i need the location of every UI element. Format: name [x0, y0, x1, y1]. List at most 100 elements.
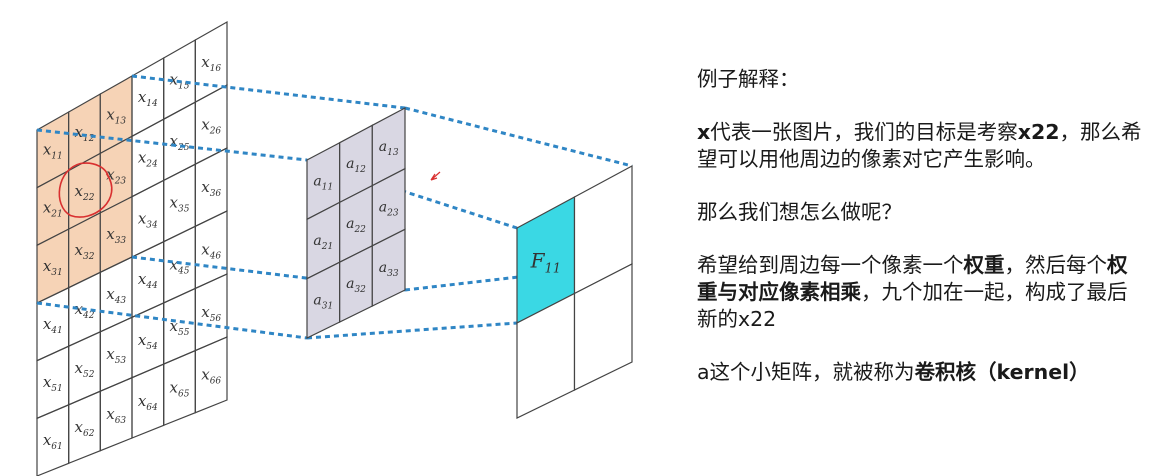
text-segment-3: ，那么希望可以用他周边的像素对它产生影响。 [697, 120, 1142, 171]
label-subscript: 11 [51, 152, 62, 162]
input-cell-x14 [131, 56, 165, 138]
bold-segment-1: 权重 [963, 253, 1005, 277]
label-letter: x [201, 240, 210, 258]
input-label-x31: x31 [43, 257, 63, 278]
explanation-para-4: a这个小矩阵，就被称为卷积核（kernel） [697, 359, 1147, 386]
bold-segment-2: x22 [1017, 120, 1060, 144]
label-letter: a [346, 156, 354, 172]
label-letter: x [43, 141, 52, 159]
text-segment-4: ，九个加在一起，构成了最后新的x22 [697, 280, 1128, 331]
kernel-label-a12: a12 [346, 156, 366, 175]
input-cell-x34 [131, 179, 165, 258]
input-label-x16: x16 [201, 53, 221, 74]
label-letter: a [346, 216, 354, 232]
label-letter: a [313, 173, 321, 189]
dashed-line-0 [131, 74, 406, 110]
input-label-x14: x14 [138, 88, 158, 109]
label-subscript: 55 [178, 328, 190, 338]
label-subscript: 53 [115, 356, 127, 366]
label-letter: x [201, 53, 210, 71]
output-cell-1-1 [573, 263, 633, 391]
input-label-x36: x36 [201, 178, 221, 199]
label-subscript: 14 [146, 99, 158, 109]
label-letter: x [75, 418, 84, 436]
label-letter: a [379, 139, 387, 155]
bold-segment-0: x [697, 120, 711, 144]
label-subscript: 65 [178, 390, 190, 400]
input-label-x46: x46 [201, 240, 221, 261]
label-subscript: 45 [177, 266, 190, 276]
input-label-x43: x43 [106, 285, 126, 306]
label-letter: x [201, 366, 210, 384]
input-label-x25: x25 [170, 132, 190, 153]
input-cell-x24 [131, 118, 165, 198]
input-label-x52: x52 [75, 359, 95, 380]
label-letter: x [43, 315, 52, 333]
label-letter: x [170, 132, 179, 150]
input-label-x24: x24 [138, 149, 158, 170]
input-label-x51: x51 [43, 373, 63, 394]
label-subscript: 64 [146, 403, 158, 413]
label-subscript: 63 [115, 416, 127, 426]
output-label: F11 [530, 248, 561, 276]
label-subscript: 12 [83, 134, 95, 144]
input-label-x33: x33 [106, 225, 126, 246]
label-letter: a [313, 292, 321, 308]
label-subscript: 54 [146, 342, 158, 352]
label-letter: x [138, 270, 147, 288]
kernel-label-a13: a13 [379, 139, 399, 158]
label-letter: x [75, 359, 84, 377]
kernel-cell-a33 [371, 228, 406, 307]
text-segment-1: 代表一张图片，我们的目标是考察 [710, 120, 1018, 144]
label-letter: x [201, 178, 210, 196]
dashed-line-3 [36, 301, 308, 340]
input-matrix: x11x12x13x14x15x16x21x22x23x24x25x26x31x… [36, 20, 228, 476]
kernel-label-a32: a32 [346, 276, 366, 295]
label-letter: a [346, 276, 354, 292]
dashed-line-7 [306, 321, 518, 340]
label-letter: x [170, 255, 179, 273]
input-cell-x62 [68, 390, 101, 465]
label-subscript: 21 [50, 210, 62, 220]
label-letter: a [379, 200, 387, 216]
label-subscript: 21 [321, 242, 333, 252]
label-subscript: 33 [387, 269, 399, 279]
input-label-x61: x61 [43, 431, 63, 452]
label-letter: x [170, 317, 179, 335]
input-label-x12: x12 [75, 123, 95, 144]
input-label-x54: x54 [138, 331, 158, 352]
label-letter: x [170, 70, 179, 88]
input-cell-x45 [163, 225, 196, 304]
explanation-para-3: 希望给到周边每一个像素一个权重，然后每个权重与对应像素相乘，九个加在一起，构成了… [697, 252, 1147, 333]
label-letter: x [170, 194, 179, 212]
label-subscript: 11 [544, 261, 561, 276]
label-subscript: 11 [322, 182, 333, 192]
input-cell-x61 [36, 403, 70, 476]
label-subscript: 66 [210, 377, 222, 387]
label-letter: x [138, 392, 147, 410]
label-letter: x [201, 115, 210, 133]
label-letter: x [43, 199, 52, 217]
bold-segment-3: 权重与对应像素相乘 [697, 253, 1128, 304]
label-letter: x [106, 165, 115, 183]
input-label-x23: x23 [106, 165, 126, 186]
label-letter: x [43, 257, 52, 275]
input-cell-x44 [131, 240, 165, 319]
label-subscript: 42 [82, 311, 95, 321]
kernel-label-a11: a11 [313, 173, 333, 192]
input-label-x13: x13 [106, 105, 126, 126]
label-subscript: 46 [209, 251, 222, 261]
label-subscript: 35 [178, 205, 190, 215]
circle-annotation [58, 162, 113, 218]
label-subscript: 13 [115, 116, 127, 126]
dashed-line-1 [36, 128, 308, 162]
label-subscript: 44 [145, 281, 158, 291]
label-subscript: 23 [386, 209, 399, 219]
label-letter: a [313, 233, 321, 249]
label-subscript: 23 [114, 176, 127, 186]
label-subscript: 22 [353, 225, 366, 235]
label-subscript: 31 [51, 268, 62, 278]
label-letter: x [138, 88, 147, 106]
input-label-x63: x63 [106, 405, 126, 426]
